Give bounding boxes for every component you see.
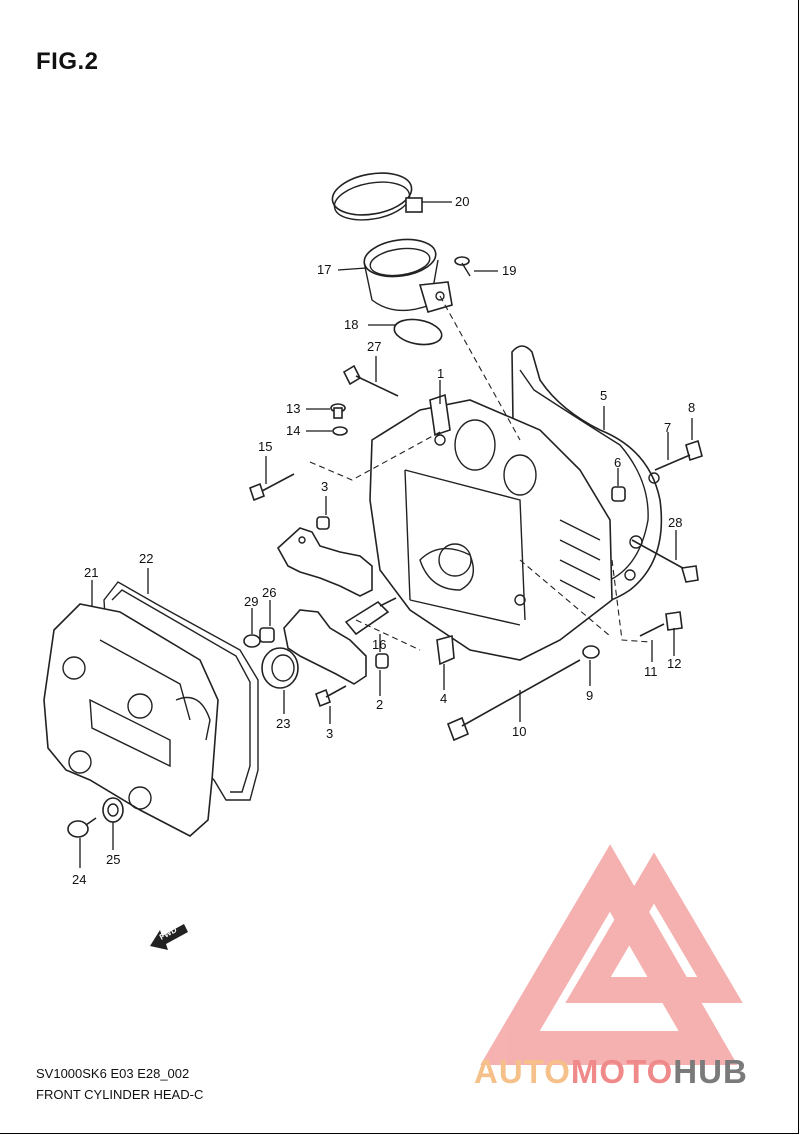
callout-3b: 3 [326,726,334,741]
part-dowel-2 [375,653,389,669]
part-grommet [102,797,124,823]
part-camshaft-holder-upper [276,527,373,597]
callout-24: 24 [72,872,87,887]
callout-15: 15 [258,439,273,454]
callout-13: 13 [286,401,301,416]
callout-4: 4 [440,691,448,706]
callout-14: 14 [286,423,301,438]
callout-3a: 3 [321,479,329,494]
model-code: SV1000SK6 E03 E28_002 [36,1066,190,1081]
callout-19: 19 [502,263,517,278]
part-cover-bolt [67,817,97,838]
callout-2: 2 [376,697,384,712]
callout-29: 29 [244,594,259,609]
part-intake-pipe [363,238,453,313]
callout-23: 23 [276,716,291,731]
part-bolt-27 [342,364,399,397]
callout-21: 21 [84,565,99,580]
part-screw [454,256,471,277]
part-bolt-13 [330,403,346,419]
callout-20: 20 [455,194,470,209]
part-o-ring [393,318,443,346]
figure-title: FIG.2 [36,48,99,75]
callout-18: 18 [344,317,359,332]
part-dowel-3a [316,516,330,530]
part-washer-14 [332,426,348,436]
callout-22: 22 [139,551,154,566]
callout-11: 11 [644,664,658,679]
part-camshaft-holder-lower [283,609,367,685]
part-cylinder-head-cover [43,603,219,837]
callout-28: 28 [668,515,683,530]
brand-part-3: HUB [673,1053,748,1090]
callout-6: 6 [614,455,622,470]
part-oil-seal [261,647,299,689]
part-long-stud [631,539,699,583]
part-nut [685,439,703,462]
brand-part-2: MOTO [570,1053,674,1090]
part-bolt-11 [639,623,665,637]
part-stud-bolt [654,454,691,471]
callout-12: 12 [667,656,682,671]
callout-27: 27 [367,339,382,354]
brand-part-1: AUTO [474,1053,571,1090]
watermark-logo-icon [480,844,743,1065]
callout-9: 9 [586,688,594,703]
callout-8: 8 [688,400,696,415]
part-bush-26 [259,627,275,643]
callout-7: 7 [664,420,672,435]
watermark-brand: AUTOMOTOHUB [474,1053,748,1091]
part-bolt-3b [315,685,347,708]
part-long-bolt [446,659,581,742]
callout-5: 5 [600,388,608,403]
fwd-arrow-icon [150,924,188,950]
callout-17: 17 [317,262,332,277]
part-hose-clamp [331,172,423,221]
part-guide [436,634,455,666]
callout-10: 10 [512,724,527,739]
part-bolt-15 [249,473,295,502]
part-nut-12 [665,611,683,631]
part-dowel-pin [611,486,626,502]
part-washer-9 [582,645,600,659]
callout-1: 1 [437,366,445,381]
callout-16: 16 [372,637,387,652]
part-washer-29 [243,634,261,648]
callout-25: 25 [106,852,121,867]
callout-26: 26 [262,585,277,600]
part-cylinder-head [369,393,613,661]
section-name: FRONT CYLINDER HEAD-C [36,1087,204,1102]
part-spark-plug [344,597,397,636]
